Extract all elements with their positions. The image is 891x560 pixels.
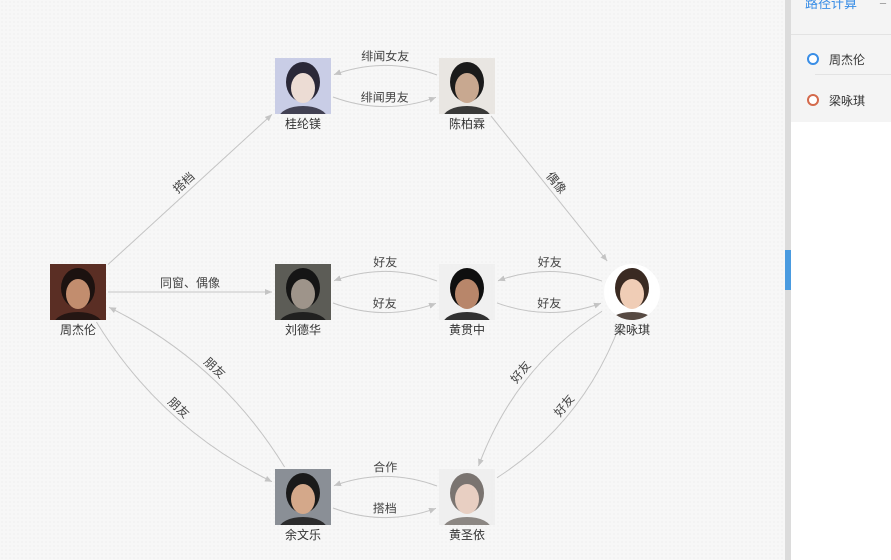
edge-label: 好友 (537, 297, 561, 311)
edge-hgz-lyq[interactable] (496, 302, 602, 313)
minimize-icon[interactable]: ─ (880, 0, 887, 10)
edge-cbs-lyq[interactable] (490, 115, 608, 262)
node-label: 梁咏琪 (614, 322, 650, 337)
node-lyq[interactable]: 梁咏琪 (604, 264, 660, 337)
node-hgz[interactable]: 黄贯中 (439, 264, 495, 337)
node-label: 黄贯中 (449, 322, 485, 337)
path-item-end[interactable]: 梁咏琪 (807, 90, 865, 110)
node-label: 周杰伦 (60, 322, 96, 337)
edge-lyq-hgz[interactable] (497, 271, 603, 282)
edge-ldh-hgz[interactable] (332, 302, 437, 314)
divider (791, 34, 891, 35)
person-photo-icon (275, 58, 331, 114)
person-photo-icon (439, 58, 495, 114)
edge-lyq-hsy[interactable] (478, 310, 603, 467)
circle-icon (807, 53, 819, 65)
edge-cbs-glm[interactable] (333, 64, 438, 76)
node-label: 刘德华 (285, 322, 321, 337)
node-label: 桂纶镁 (285, 116, 321, 131)
edge-ywl-hsy[interactable] (332, 507, 437, 519)
edge-label: 搭档 (373, 502, 397, 516)
edge-label: 好友 (373, 297, 397, 311)
edge-label: 好友 (538, 255, 562, 269)
panel-title[interactable]: 路径计算 (805, 0, 858, 12)
edge-hgz-ldh[interactable] (333, 270, 438, 282)
edge-label: 偶像 (543, 169, 569, 196)
edge-label: 朋友 (201, 355, 228, 382)
edge-label: 合作 (373, 459, 397, 474)
divider (815, 74, 891, 75)
circle-icon (807, 94, 819, 106)
node-cbs[interactable]: 陈柏霖 (439, 58, 495, 131)
path-item-label: 梁咏琪 (829, 93, 866, 108)
node-label: 陈柏霖 (449, 116, 485, 131)
person-photo-icon (50, 264, 106, 320)
node-zjl[interactable]: 周杰伦 (50, 264, 106, 337)
path-item-start[interactable]: 周杰伦 (807, 49, 865, 69)
side-panel: 路径计算 周杰伦 梁咏琪 (791, 0, 891, 560)
person-photo-icon (439, 469, 495, 525)
node-ldh[interactable]: 刘德华 (275, 264, 331, 337)
edge-label: 好友 (551, 392, 577, 420)
person-photo-icon (275, 264, 331, 320)
edge-zjl-ywl[interactable] (95, 321, 273, 483)
edge-label: 绯闻女友 (361, 48, 409, 63)
edge-label: 好友 (508, 358, 534, 386)
edge-label: 绯闻男友 (361, 90, 409, 104)
edge-label: 搭档 (170, 170, 197, 197)
edge-ywl-zjl[interactable] (108, 306, 286, 468)
node-hsy[interactable]: 黄圣依 (439, 469, 495, 542)
person-photo-icon (439, 264, 495, 320)
node-glm[interactable]: 桂纶镁 (275, 58, 331, 131)
edge-label: 同窗、偶像 (160, 276, 220, 290)
edge-glm-cbs[interactable] (332, 96, 437, 108)
edge-hsy-ywl[interactable] (333, 475, 438, 487)
node-ywl[interactable]: 余文乐 (275, 469, 331, 542)
edge-zjl-glm[interactable] (107, 114, 273, 265)
node-label: 余文乐 (285, 527, 321, 542)
edge-hsy-lyq[interactable] (496, 322, 621, 479)
person-photo-icon (275, 469, 331, 525)
edge-label: 好友 (373, 255, 397, 269)
splitter-handle[interactable] (785, 250, 791, 290)
node-label: 黄圣依 (449, 527, 485, 542)
path-panel: 路径计算 周杰伦 梁咏琪 (791, 0, 891, 122)
edge-label: 朋友 (165, 395, 192, 422)
path-item-label: 周杰伦 (829, 52, 866, 67)
